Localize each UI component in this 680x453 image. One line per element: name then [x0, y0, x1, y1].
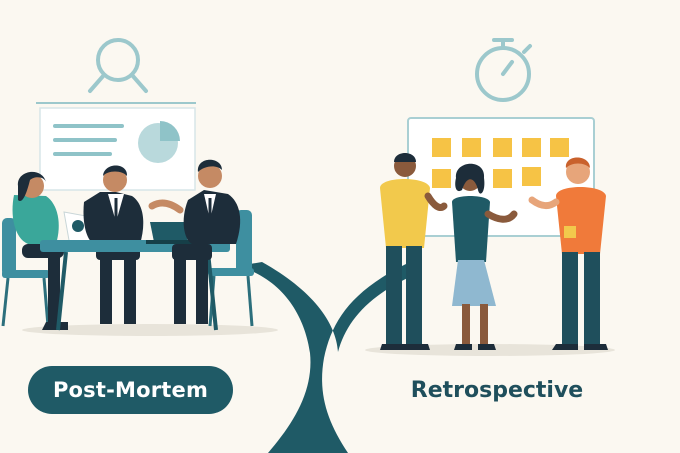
post-mortem-label: Post-Mortem — [28, 366, 233, 414]
standing-team — [380, 153, 608, 350]
retrospective-label: Retrospective — [410, 377, 584, 403]
meeting-group — [1, 159, 254, 331]
magnifier-icon — [88, 38, 148, 93]
stopwatch-icon — [475, 38, 532, 102]
